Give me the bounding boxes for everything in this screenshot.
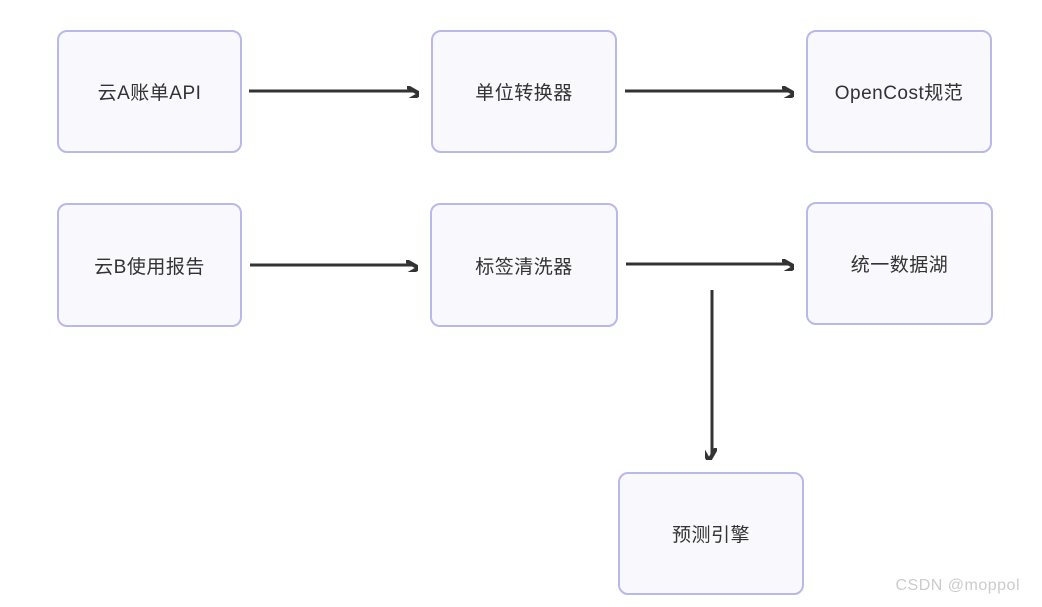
node-label: 标签清洗器 <box>475 256 573 278</box>
node-tag-cleaner[interactable]: 标签清洗器 <box>430 203 618 327</box>
node-cloud-b-usage-report[interactable]: 云B使用报告 <box>57 203 242 327</box>
node-opencost-spec[interactable]: OpenCost规范 <box>806 30 992 153</box>
node-cloud-a-billing-api[interactable]: 云A账单API <box>57 30 242 153</box>
csdn-watermark: CSDN @moppol <box>895 577 1020 594</box>
node-label: OpenCost规范 <box>834 83 964 104</box>
node-label: 云A账单API <box>97 83 202 104</box>
node-label: 统一数据湖 <box>850 255 949 276</box>
node-unified-data-lake[interactable]: 统一数据湖 <box>806 202 993 325</box>
node-label: 云B使用报告 <box>94 256 205 278</box>
node-unit-converter[interactable]: 单位转换器 <box>431 30 617 153</box>
node-forecast-engine[interactable]: 预测引擎 <box>618 472 804 595</box>
node-label: 单位转换器 <box>475 83 573 104</box>
node-label: 预测引擎 <box>671 525 750 546</box>
